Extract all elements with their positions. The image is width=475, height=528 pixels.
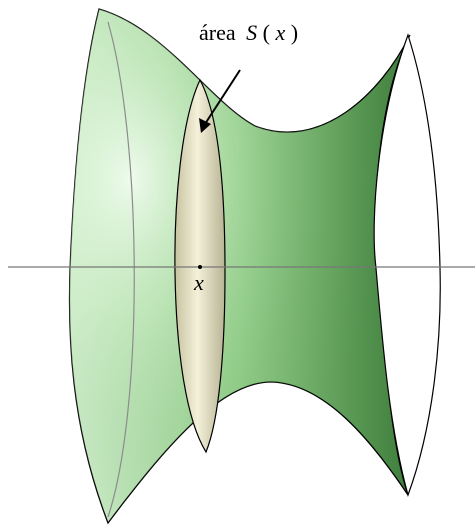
annotation-arrow-line (204, 69, 241, 125)
solid-highlight (69, 9, 410, 523)
area-function-label: S (246, 20, 257, 45)
right-end-face (373, 33, 441, 497)
area-label: área S ( x ) (199, 20, 298, 45)
area-annotation: área S ( x ) (199, 20, 298, 133)
area-variable-label: x (274, 20, 285, 45)
area-word-label: área (199, 20, 236, 45)
area-open-paren: ( (263, 20, 270, 45)
right-end-cap (373, 33, 441, 497)
annotation-arrow-head (199, 118, 211, 133)
x-point-marker (198, 265, 202, 269)
hidden-left-rim-curve (107, 21, 135, 518)
area-close-paren: ) (291, 20, 298, 45)
solid-body (68, 8, 411, 525)
axis-point-label: x (193, 270, 204, 295)
